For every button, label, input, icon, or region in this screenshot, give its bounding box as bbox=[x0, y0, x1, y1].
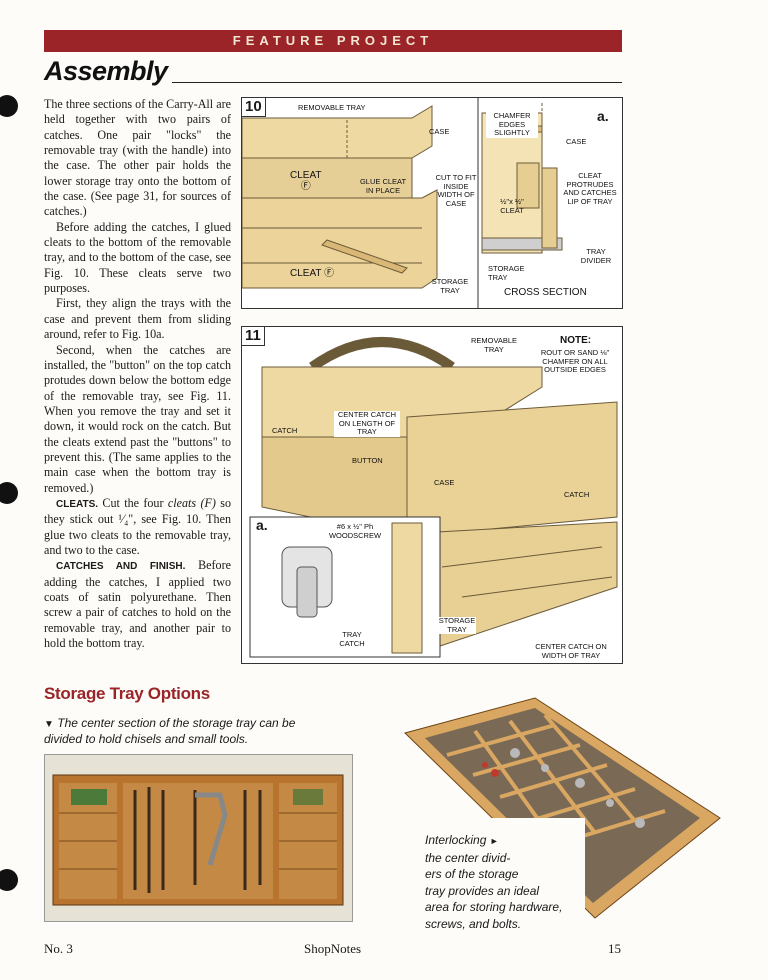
footer-issue: No. 3 bbox=[44, 941, 73, 956]
label-button: BUTTON bbox=[352, 456, 383, 465]
paragraph: Before adding the catches, I glued cleat… bbox=[44, 219, 231, 296]
label-detail-storage: STORAGE TRAY bbox=[488, 264, 525, 282]
footer-magazine: ShopNotes bbox=[304, 941, 362, 956]
label-storage-tray: STORAGE TRAY bbox=[431, 277, 469, 295]
label-text: Ⓕ bbox=[300, 181, 311, 192]
heading-rule bbox=[172, 82, 622, 83]
photo-tool-tray-drawing bbox=[52, 774, 344, 906]
label-catch-right: CATCH bbox=[564, 490, 590, 499]
figure-11-drawing bbox=[249, 337, 618, 658]
label-glue-cleat: GLUE CLEAT IN PLACE bbox=[359, 177, 407, 195]
caption-line: ers of the storage bbox=[425, 867, 519, 881]
figure-number: 11 bbox=[242, 327, 265, 346]
paragraph: CATCHES AND FINISH. Before adding the ca… bbox=[44, 558, 231, 651]
label-case: CASE bbox=[434, 478, 455, 487]
label-cleat-protrudes: CLEAT PROTRUDES AND CATCHES LIP OF TRAY bbox=[562, 171, 618, 206]
label-tray-catch: TRAY CATCH bbox=[339, 630, 365, 648]
text-run: Before adding the catches, I applied two… bbox=[44, 558, 231, 651]
paragraph: First, they align the trays with the cas… bbox=[44, 296, 231, 342]
caption-right: Interlocking ► the center divid- ers of … bbox=[425, 832, 615, 932]
photo-hardware-tray-drawing bbox=[395, 697, 721, 933]
figure-number: 10 bbox=[242, 98, 266, 117]
paragraph: The three sections of the Carry-All are … bbox=[44, 97, 231, 219]
label-removable-tray: REMOVABLE TRAY bbox=[298, 103, 366, 112]
caption-line: tray provides an ideal bbox=[425, 883, 540, 898]
detail-label: a. bbox=[597, 108, 609, 124]
paragraph: CLEATS. Cut the four cleats (F) so they … bbox=[44, 496, 231, 558]
detail-label: a. bbox=[256, 517, 268, 533]
footer-page-number: 15 bbox=[608, 941, 621, 956]
photo-hardware-tray bbox=[395, 693, 725, 933]
label-cut-to-fit: CUT TO FIT INSIDE WIDTH OF CASE bbox=[435, 173, 477, 208]
run-in-head: CLEATS. bbox=[56, 498, 99, 510]
binder-hole bbox=[0, 869, 18, 891]
text-run: Cut the four bbox=[98, 495, 168, 510]
note-title: NOTE: bbox=[560, 335, 592, 346]
caption-line: Interlocking ► bbox=[425, 832, 615, 850]
label-center-catch: CENTER CATCH ON LENGTH OF TRAY bbox=[334, 410, 400, 437]
label-case: CASE bbox=[429, 127, 450, 136]
caption-marker: ▼ bbox=[44, 719, 54, 730]
section-banner: FEATURE PROJECT bbox=[44, 30, 622, 52]
binder-hole bbox=[0, 95, 18, 117]
caption-marker: ► bbox=[489, 836, 499, 846]
label-cross-section: CROSS SECTION bbox=[504, 287, 587, 298]
label-storage-tray: STORAGE TRAY bbox=[438, 616, 476, 634]
label-cleat-f-2: CLEAT Ⓕ bbox=[290, 268, 335, 279]
label-tray-divider: TRAY DIVIDER bbox=[580, 247, 612, 265]
article-body: The three sections of the Carry-All are … bbox=[44, 97, 231, 651]
caption-text: Interlocking bbox=[425, 833, 487, 847]
label-catch-left: CATCH bbox=[272, 426, 298, 435]
label-cleat-size: ½"x ½" CLEAT bbox=[500, 197, 524, 215]
note-body: ROUT OR SAND ⅛" CHAMFER ON ALL OUTSIDE E… bbox=[540, 348, 610, 374]
text-run: so they stick out ¹⁄₄", see Fig. 10. The… bbox=[44, 495, 231, 557]
label-removable-tray: REMOVABLE TRAY bbox=[470, 336, 518, 354]
binder-hole bbox=[0, 482, 18, 504]
caption-left: ▼ The center section of the storage tray… bbox=[44, 716, 334, 747]
figure-11: 11 REMOVABLE TRAY NOTE: ROUT OR SAND ⅛" … bbox=[241, 326, 623, 664]
caption-line: area for storing hardware, bbox=[425, 900, 563, 914]
photo-tool-tray bbox=[44, 754, 353, 922]
label-detail-case: CASE bbox=[566, 137, 587, 146]
run-in-head: CATCHES AND FINISH. bbox=[56, 561, 186, 573]
section-subhead: Storage Tray Options bbox=[44, 684, 210, 703]
caption-line: screws, and bolts. bbox=[425, 916, 522, 931]
text-run: cleats (F) bbox=[167, 495, 216, 510]
paragraph: Second, when the catches are installed, … bbox=[44, 342, 231, 495]
label-screw: #6 x ½" Ph WOODSCREW bbox=[328, 522, 382, 540]
label-center-catch-width: CENTER CATCH ON WIDTH OF TRAY bbox=[535, 642, 607, 660]
caption-line: the center divid- bbox=[425, 850, 511, 865]
label-chamfer: CHAMFER EDGES SLIGHTLY bbox=[486, 111, 538, 138]
label-text: CLEAT bbox=[290, 170, 322, 181]
caption-text: The center section of the storage tray c… bbox=[44, 716, 296, 746]
page-heading: Assembly bbox=[44, 56, 168, 86]
